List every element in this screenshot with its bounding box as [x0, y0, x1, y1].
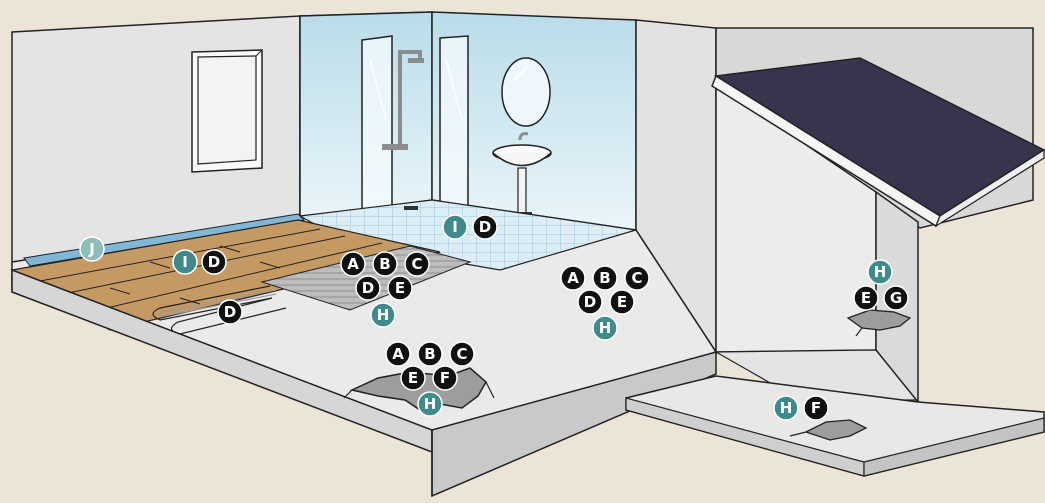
badge-letter: B: [599, 269, 610, 287]
badge-letter: B: [379, 255, 390, 273]
badge-letter: F: [811, 399, 821, 417]
badge-letter: A: [567, 269, 579, 287]
badge-perimeter: J: [80, 237, 104, 261]
badge-letter: C: [411, 255, 422, 273]
badge-letter: A: [392, 345, 404, 363]
badge-letter: I: [452, 218, 458, 236]
badge-letter: E: [617, 293, 627, 311]
badge-letter: H: [424, 395, 437, 413]
badge-letter: E: [408, 369, 418, 387]
badge-letter: I: [182, 253, 188, 271]
badge-letter: D: [224, 303, 236, 321]
badge-letter: G: [890, 289, 902, 307]
badge-letter: D: [479, 218, 491, 236]
badge-letter: E: [861, 289, 871, 307]
badge-letter: C: [456, 345, 467, 363]
badge-letter: E: [395, 279, 405, 297]
badge-letter: D: [362, 279, 374, 297]
badge-letter: H: [780, 399, 793, 417]
badge-letter: H: [599, 319, 612, 337]
badge-letter: H: [874, 263, 887, 281]
window: [192, 50, 262, 172]
badge-letter: D: [584, 293, 596, 311]
badge-letter: C: [631, 269, 642, 287]
badge-letter: A: [347, 255, 359, 273]
badge-letter: D: [208, 253, 220, 271]
badge-heating-pipe: D: [218, 300, 242, 324]
badge-letter: J: [88, 240, 95, 258]
badge-letter: H: [377, 306, 390, 324]
badge-letter: B: [424, 345, 435, 363]
badge-letter: F: [440, 369, 450, 387]
